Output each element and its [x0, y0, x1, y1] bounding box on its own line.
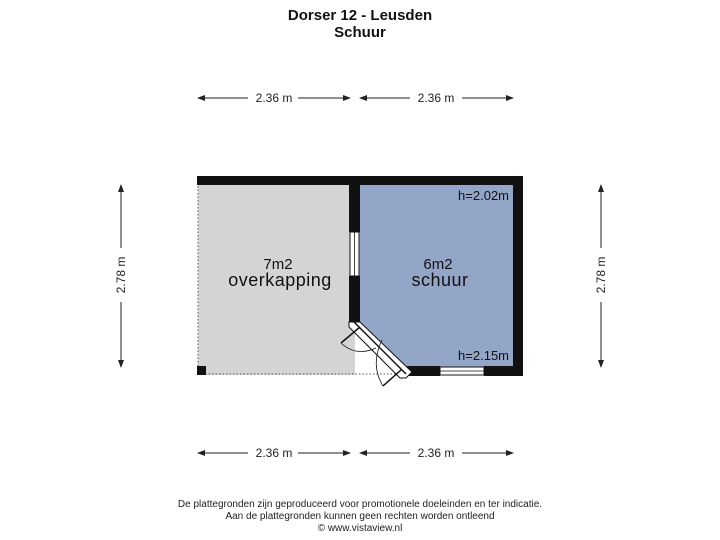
dimension-top-left: 2.36 m [197, 91, 351, 105]
diagonal-door-wall [348, 321, 413, 379]
walls [197, 176, 523, 376]
wall-bottom-left [406, 366, 440, 376]
dimension-label: 2.36 m [256, 446, 293, 460]
dimension-top-right: 2.36 m [359, 91, 514, 105]
schuur-area: 6m2 [423, 256, 452, 273]
wall-middle-lower [349, 276, 360, 322]
double-door [340, 326, 402, 387]
dimension-label: 2.36 m [256, 91, 293, 105]
height-label-bottom: h=2.15m [458, 348, 509, 363]
schuur-label: schuur [411, 270, 468, 290]
column-corner [197, 366, 206, 375]
dimension-bottom-left: 2.36 m [197, 446, 351, 460]
overkapping-area: 7m2 [263, 256, 292, 273]
footer-copyright: © www.vistaview.nl [317, 523, 403, 534]
room-overkapping [198, 184, 355, 375]
page-subtitle: Schuur [334, 24, 386, 41]
window-middle [349, 231, 360, 277]
page-title: Dorser 12 - Leusden [287, 7, 433, 24]
dimension-bottom-right: 2.36 m [359, 446, 514, 460]
window-bottom [439, 366, 485, 376]
wall-right [513, 176, 523, 376]
wall-middle-upper [349, 184, 360, 232]
dimension-label: 2.78 m [114, 257, 128, 294]
height-label-top: h=2.02m [458, 188, 509, 203]
dimension-label: 2.36 m [418, 446, 455, 460]
footer-rights: Aan de plattegronden kunnen geen rechten… [225, 511, 495, 522]
wall-top [197, 176, 523, 185]
dimension-left: 2.78 m [114, 184, 128, 368]
footer-disclaimer: De plattegronden zijn geproduceerd voor … [177, 499, 543, 510]
dimension-right: 2.78 m [594, 184, 608, 368]
overkapping-label: overkapping [228, 270, 332, 290]
dimension-label: 2.78 m [594, 257, 608, 294]
room-schuur [355, 184, 522, 374]
dimension-label: 2.36 m [418, 91, 455, 105]
wall-bottom-right [484, 366, 523, 376]
